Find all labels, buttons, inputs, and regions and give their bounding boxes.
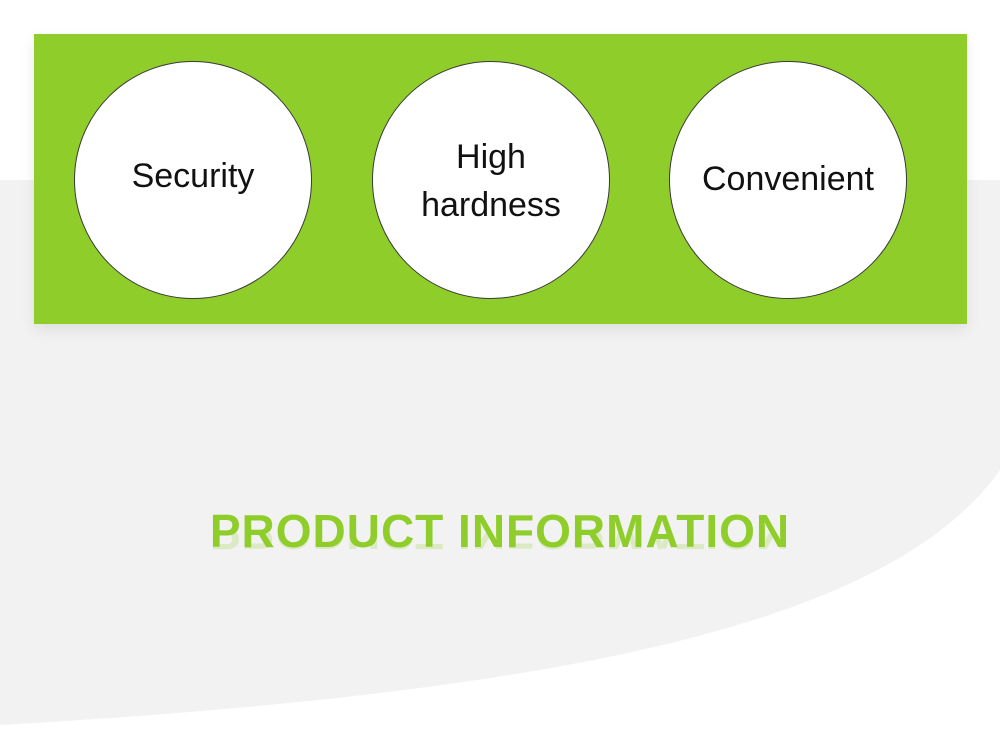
feature-label: Security [131,157,255,196]
feature-label: Convenient [701,160,874,199]
section-title: PRODUCT INFORMATION [209,505,791,557]
section-header: PRODUCT INFORMATION [0,505,1000,557]
section-title-reflection: PRODUCT INFORMATION [0,533,1000,559]
features-banner: Security High hardness Convenient [34,34,967,324]
feature-label: High hardness [421,138,561,224]
section-title-reflection-text: PRODUCT INFORMATION [209,533,791,559]
feature-high-hardness: High hardness [372,61,610,299]
feature-security: Security [74,61,312,299]
feature-convenient: Convenient [669,61,907,299]
